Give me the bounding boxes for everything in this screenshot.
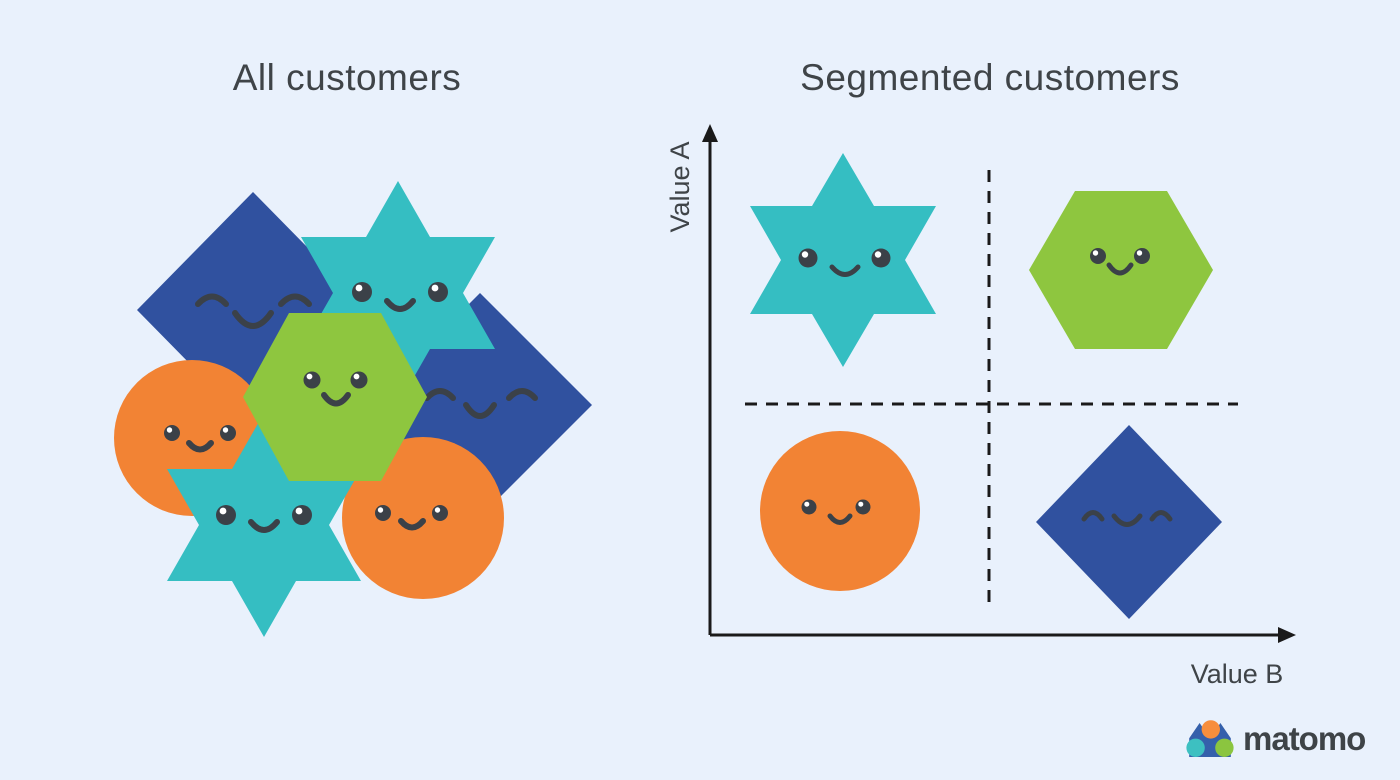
face <box>1090 248 1150 276</box>
logo-teal-dot <box>1186 738 1205 757</box>
left-eye <box>303 371 321 389</box>
left-eye <box>216 505 236 525</box>
right-eye <box>855 499 871 515</box>
left-eye <box>801 499 817 515</box>
eye-highlight <box>295 507 303 515</box>
axes: Value A Value B <box>665 124 1296 689</box>
customer-hexagon-center <box>243 313 427 481</box>
x-axis-label: Value B <box>1191 659 1284 689</box>
face <box>798 248 891 277</box>
eye-highlight <box>858 501 864 507</box>
mouth <box>384 298 416 312</box>
eye-highlight <box>306 373 313 380</box>
right-eye <box>871 248 891 268</box>
mouth <box>232 310 274 329</box>
left-eye <box>195 293 229 307</box>
eye-highlight <box>801 251 809 258</box>
star-shape <box>750 153 936 367</box>
y-axis-arrow-icon <box>702 124 718 142</box>
eye-highlight <box>353 373 360 380</box>
right-eye <box>220 425 236 441</box>
matomo-logo: matomo <box>1186 719 1366 759</box>
eye-highlight <box>377 507 384 513</box>
mouth <box>827 513 853 525</box>
face <box>424 388 538 419</box>
segment-star-top-left <box>750 153 936 367</box>
left-eye <box>164 425 180 441</box>
right-eye <box>428 282 448 302</box>
eye-highlight <box>166 427 173 433</box>
circle-shape <box>760 431 920 591</box>
mouth <box>1111 513 1143 527</box>
left-eye <box>1090 248 1106 264</box>
all-customers-illustration <box>114 181 592 637</box>
eye-highlight <box>874 251 882 258</box>
face <box>1081 510 1173 527</box>
segment-hexagon-top-right <box>1029 191 1213 349</box>
mouth <box>463 402 497 419</box>
eye-highlight <box>434 507 441 513</box>
mouth <box>186 440 214 453</box>
matomo-wordmark: matomo <box>1243 720 1366 757</box>
mouth <box>829 264 861 277</box>
segment-diamond-bottom-right <box>1036 425 1222 619</box>
right-eye <box>350 371 368 389</box>
mouth <box>398 518 426 531</box>
right-eye <box>292 505 312 525</box>
face <box>164 425 236 453</box>
mouth <box>248 519 280 533</box>
right-panel-title: Segmented customers <box>800 57 1180 98</box>
left-eye <box>1081 510 1105 522</box>
hexagon-shape <box>1029 191 1213 349</box>
right-eye <box>278 293 312 307</box>
eye-highlight <box>222 427 229 433</box>
matomo-logo-icon <box>1186 720 1234 757</box>
segment-circle-bottom-left <box>760 431 920 591</box>
left-eye <box>375 505 391 521</box>
eye-highlight <box>1092 250 1099 256</box>
right-eye <box>506 388 538 401</box>
y-axis-label: Value A <box>665 141 695 232</box>
face <box>352 282 448 312</box>
left-eye <box>352 282 372 302</box>
right-eye <box>432 505 448 521</box>
face <box>216 505 312 533</box>
logo-orange-dot <box>1201 720 1220 739</box>
mouth <box>321 392 351 407</box>
eye-highlight <box>219 507 227 515</box>
left-eye <box>798 248 818 268</box>
logo-green-dot <box>1215 738 1234 757</box>
mouth <box>1106 262 1134 276</box>
eye-highlight <box>355 284 363 292</box>
face <box>801 499 871 525</box>
quadrant-dividers <box>745 170 1238 610</box>
right-eye <box>1149 510 1173 522</box>
eye-highlight <box>1136 250 1143 256</box>
face <box>375 505 448 531</box>
face <box>195 293 312 329</box>
hexagon-shape <box>243 313 427 481</box>
x-axis-arrow-icon <box>1278 627 1296 643</box>
right-eye <box>1134 248 1150 264</box>
left-panel-title: All customers <box>232 57 462 98</box>
eye-highlight <box>431 284 439 292</box>
segmented-customers-chart: Value A Value B <box>665 124 1296 689</box>
face <box>303 371 368 407</box>
eye-highlight <box>804 501 810 507</box>
left-eye <box>424 388 456 401</box>
